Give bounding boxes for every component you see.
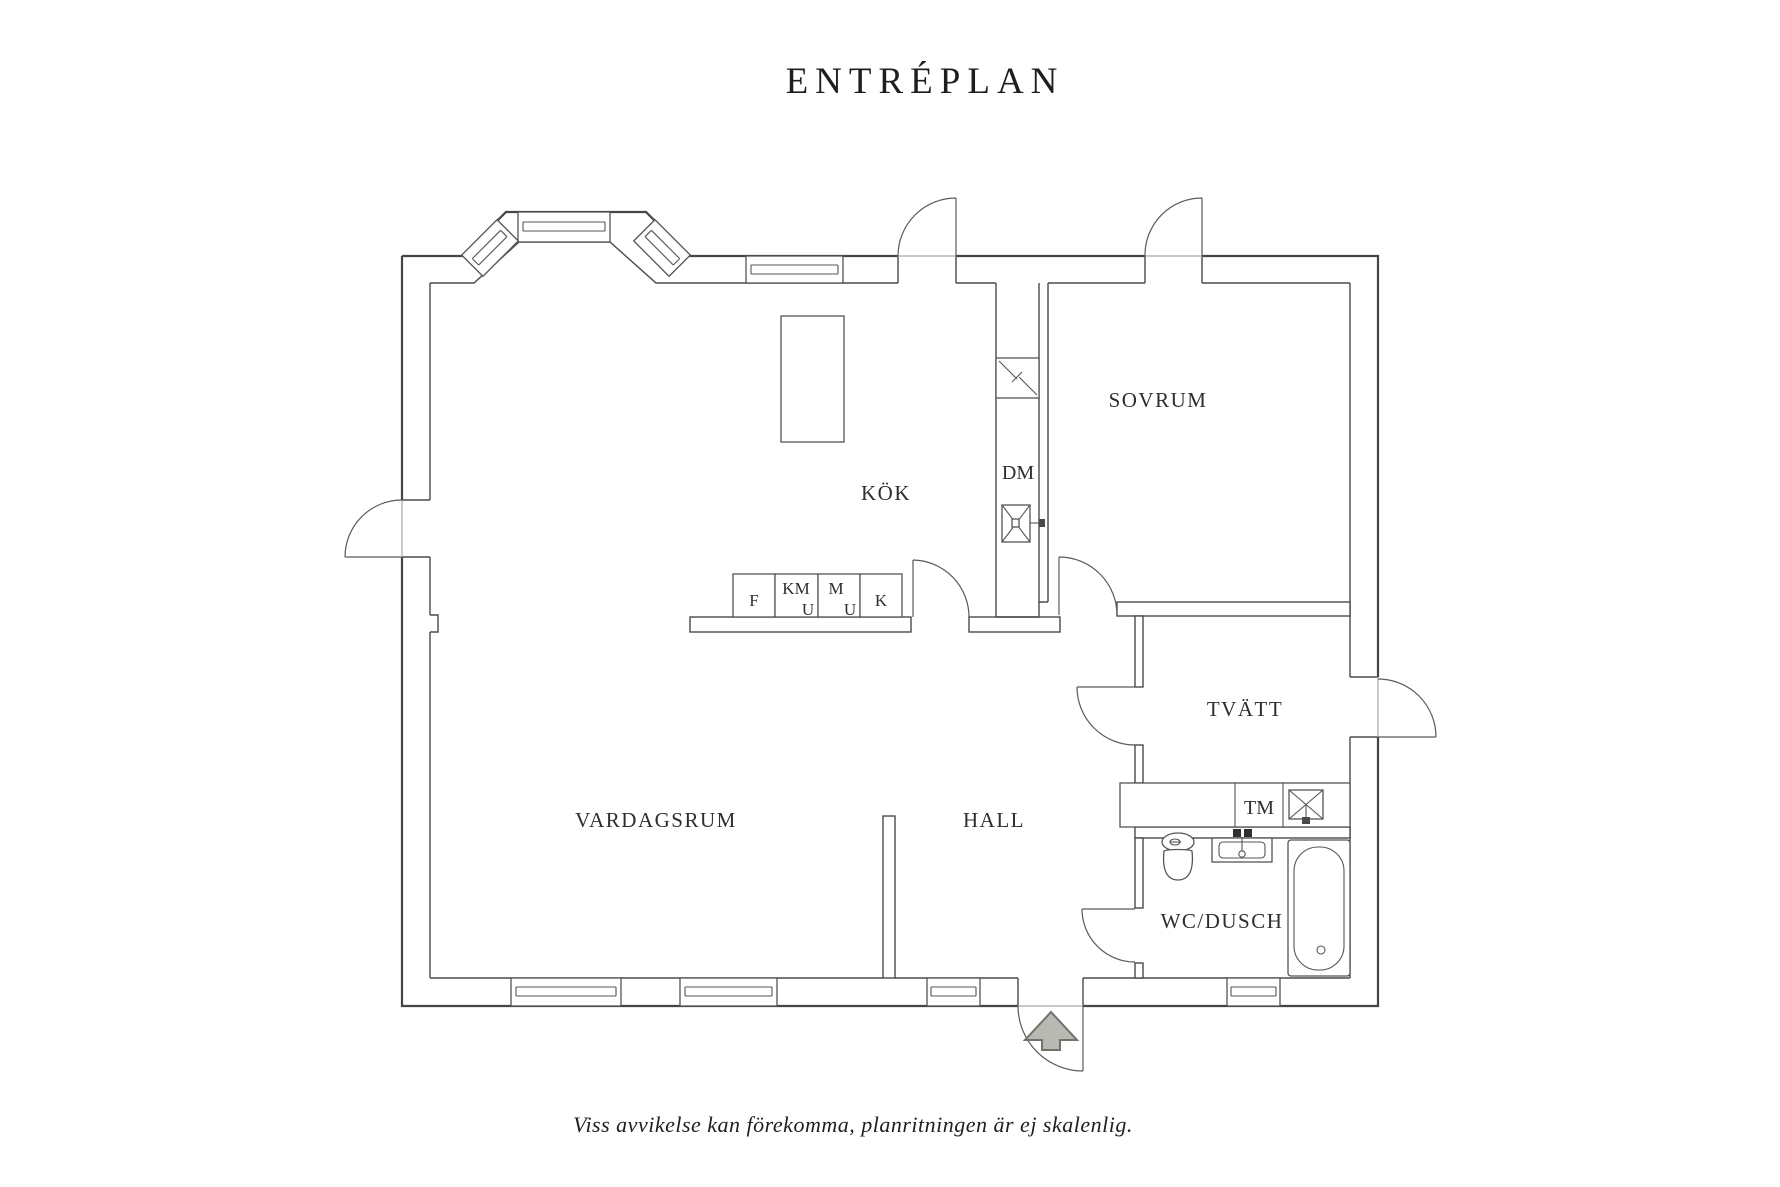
exterior-doors <box>344 197 1437 1072</box>
bay-window-left-icon <box>460 218 520 278</box>
label-hall: HALL <box>963 808 1025 832</box>
label-bedroom: SOVRUM <box>1109 388 1208 412</box>
left-exterior-door <box>344 499 403 558</box>
label-washing-machine: TM <box>1244 797 1274 819</box>
kitchen-counter <box>689 616 912 633</box>
bathtub-icon <box>1287 839 1351 977</box>
laundry-door <box>1076 686 1136 746</box>
page-title: ENTRÉPLAN <box>786 60 1065 102</box>
bathroom-fixtures <box>1161 829 1351 977</box>
label-dishwasher: DM <box>1002 462 1034 484</box>
bedroom-exterior-door <box>1144 197 1203 257</box>
kitchen-window <box>745 255 844 284</box>
disclaimer-caption: Viss avvikelse kan förekomma, planritnin… <box>573 1112 1133 1137</box>
appliance-box-k <box>859 573 903 618</box>
flue-icon <box>995 357 1040 399</box>
appliance-box-m-u <box>817 573 861 618</box>
label-m-u: U <box>844 600 856 619</box>
label-kitchen: KÖK <box>861 481 911 505</box>
bathroom-door <box>1081 908 1136 963</box>
door-thresholds <box>401 255 1379 1007</box>
laundry-fixtures <box>1119 782 1351 828</box>
kitchen-fixtures <box>732 315 1045 618</box>
entrance-arrow-icon <box>1022 1010 1080 1051</box>
label-freezer: K <box>875 591 888 610</box>
washbasin-icon <box>1211 829 1273 863</box>
living-room-window-1 <box>510 977 622 1007</box>
hall-partition-wall <box>882 815 896 979</box>
bedroom-door <box>1058 556 1118 616</box>
label-laundry: TVÄTT <box>1207 697 1283 721</box>
kitchen-island <box>780 315 845 443</box>
bathroom-window <box>1226 977 1281 1007</box>
toilet-icon <box>1161 832 1195 881</box>
laundry-sink-icon <box>1288 789 1324 824</box>
label-km: KM <box>782 579 809 598</box>
windows <box>460 211 1281 1007</box>
interior-doors <box>912 556 1136 963</box>
bay-window-right-icon <box>632 218 692 278</box>
stove-sink-icon <box>1001 504 1045 543</box>
living-room-window-2 <box>679 977 778 1007</box>
hall-window <box>926 977 981 1007</box>
label-bathroom: WC/DUSCH <box>1161 909 1284 933</box>
label-km-u: U <box>802 600 814 619</box>
label-fridge: F <box>749 591 758 610</box>
wall-notch <box>430 614 439 633</box>
label-living-room: VARDAGSRUM <box>575 808 737 832</box>
bay-window <box>460 211 692 278</box>
label-m: M <box>828 579 843 598</box>
kitchen-exterior-door <box>897 197 957 257</box>
interior-walls <box>689 283 1351 979</box>
kitchen-door <box>912 559 970 618</box>
appliance-box-km-u <box>774 573 819 618</box>
laundry-exterior-door <box>1377 678 1437 738</box>
dm-shaft <box>995 283 1049 618</box>
entrance-door <box>1017 1005 1084 1072</box>
